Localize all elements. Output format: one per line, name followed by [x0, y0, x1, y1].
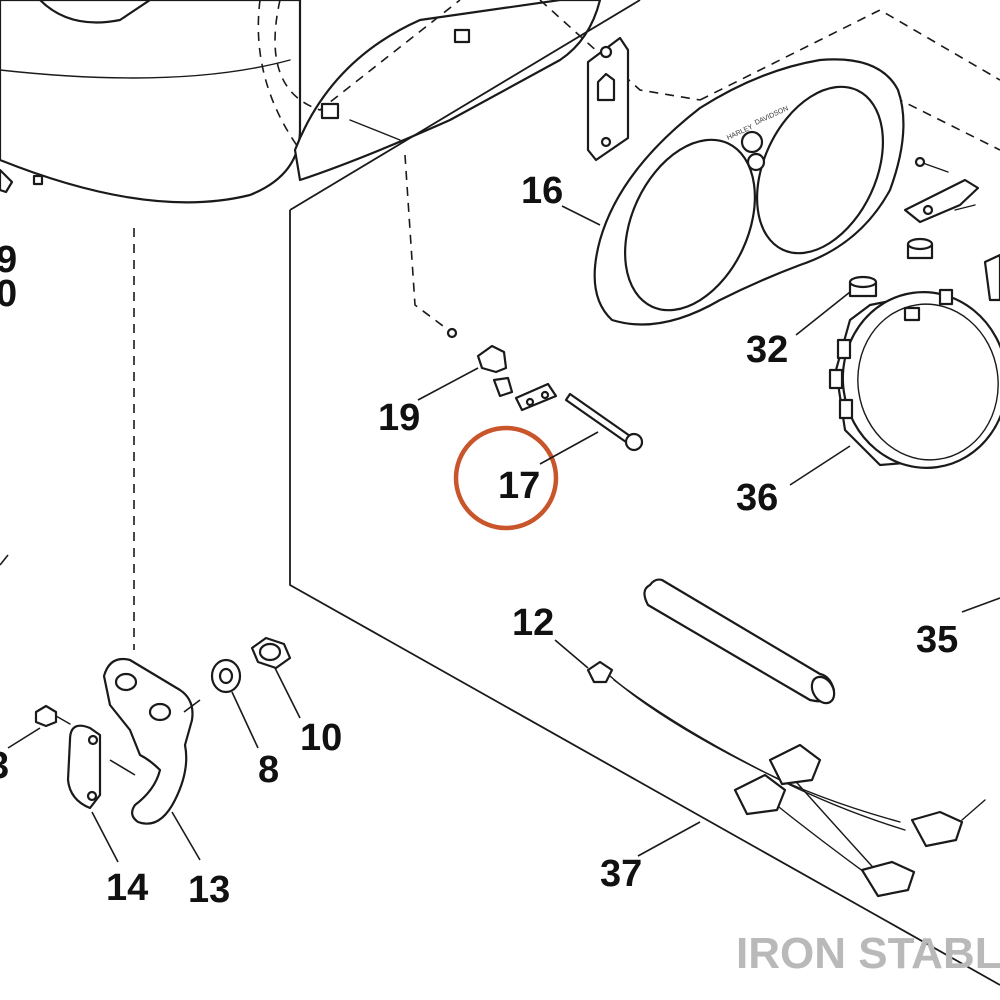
headlamp-bezel: HARLEY DAVIDSON	[593, 58, 905, 326]
callout-14: 14	[106, 867, 148, 909]
handlebar-clamp-13	[102, 658, 194, 825]
bolt-3	[34, 704, 71, 728]
wiring-harness	[586, 660, 986, 898]
callout-8: 8	[258, 749, 279, 791]
callout-37: 37	[600, 853, 642, 895]
callout-17: 17	[498, 465, 540, 507]
callout-highlight-ring	[453, 425, 559, 531]
callout-9-partial: 9	[0, 239, 17, 281]
fairing-body	[0, 0, 602, 204]
led-headlamp	[828, 253, 1000, 469]
spacer-32	[848, 275, 878, 298]
mounting-plate	[586, 36, 630, 162]
callout-0-partial: 0	[0, 273, 17, 315]
callout-10: 10	[300, 717, 342, 759]
callout-3-partial: 3	[0, 745, 9, 787]
screw-bracket	[903, 156, 980, 224]
leader-lines	[0, 205, 1000, 863]
assembly-plane	[289, 0, 1000, 986]
rubber-hose	[643, 578, 836, 705]
callout-16: 16	[521, 170, 563, 212]
callout-numbers: 16 32 19 17 36 35 12 10 8 13 14 37 9 0 3	[0, 170, 958, 911]
adjuster-hardware	[446, 327, 644, 452]
clamp-14	[66, 724, 102, 810]
callout-32: 32	[746, 329, 788, 371]
watermark: IRON STABLE	[736, 929, 1000, 978]
washer-8	[210, 658, 242, 694]
callout-36: 36	[736, 477, 778, 519]
callout-13: 13	[188, 869, 230, 911]
callout-35: 35	[916, 619, 958, 661]
spacer-small	[906, 237, 934, 260]
nut-10	[250, 636, 292, 670]
callout-19: 19	[378, 397, 420, 439]
callout-12: 12	[512, 602, 554, 644]
